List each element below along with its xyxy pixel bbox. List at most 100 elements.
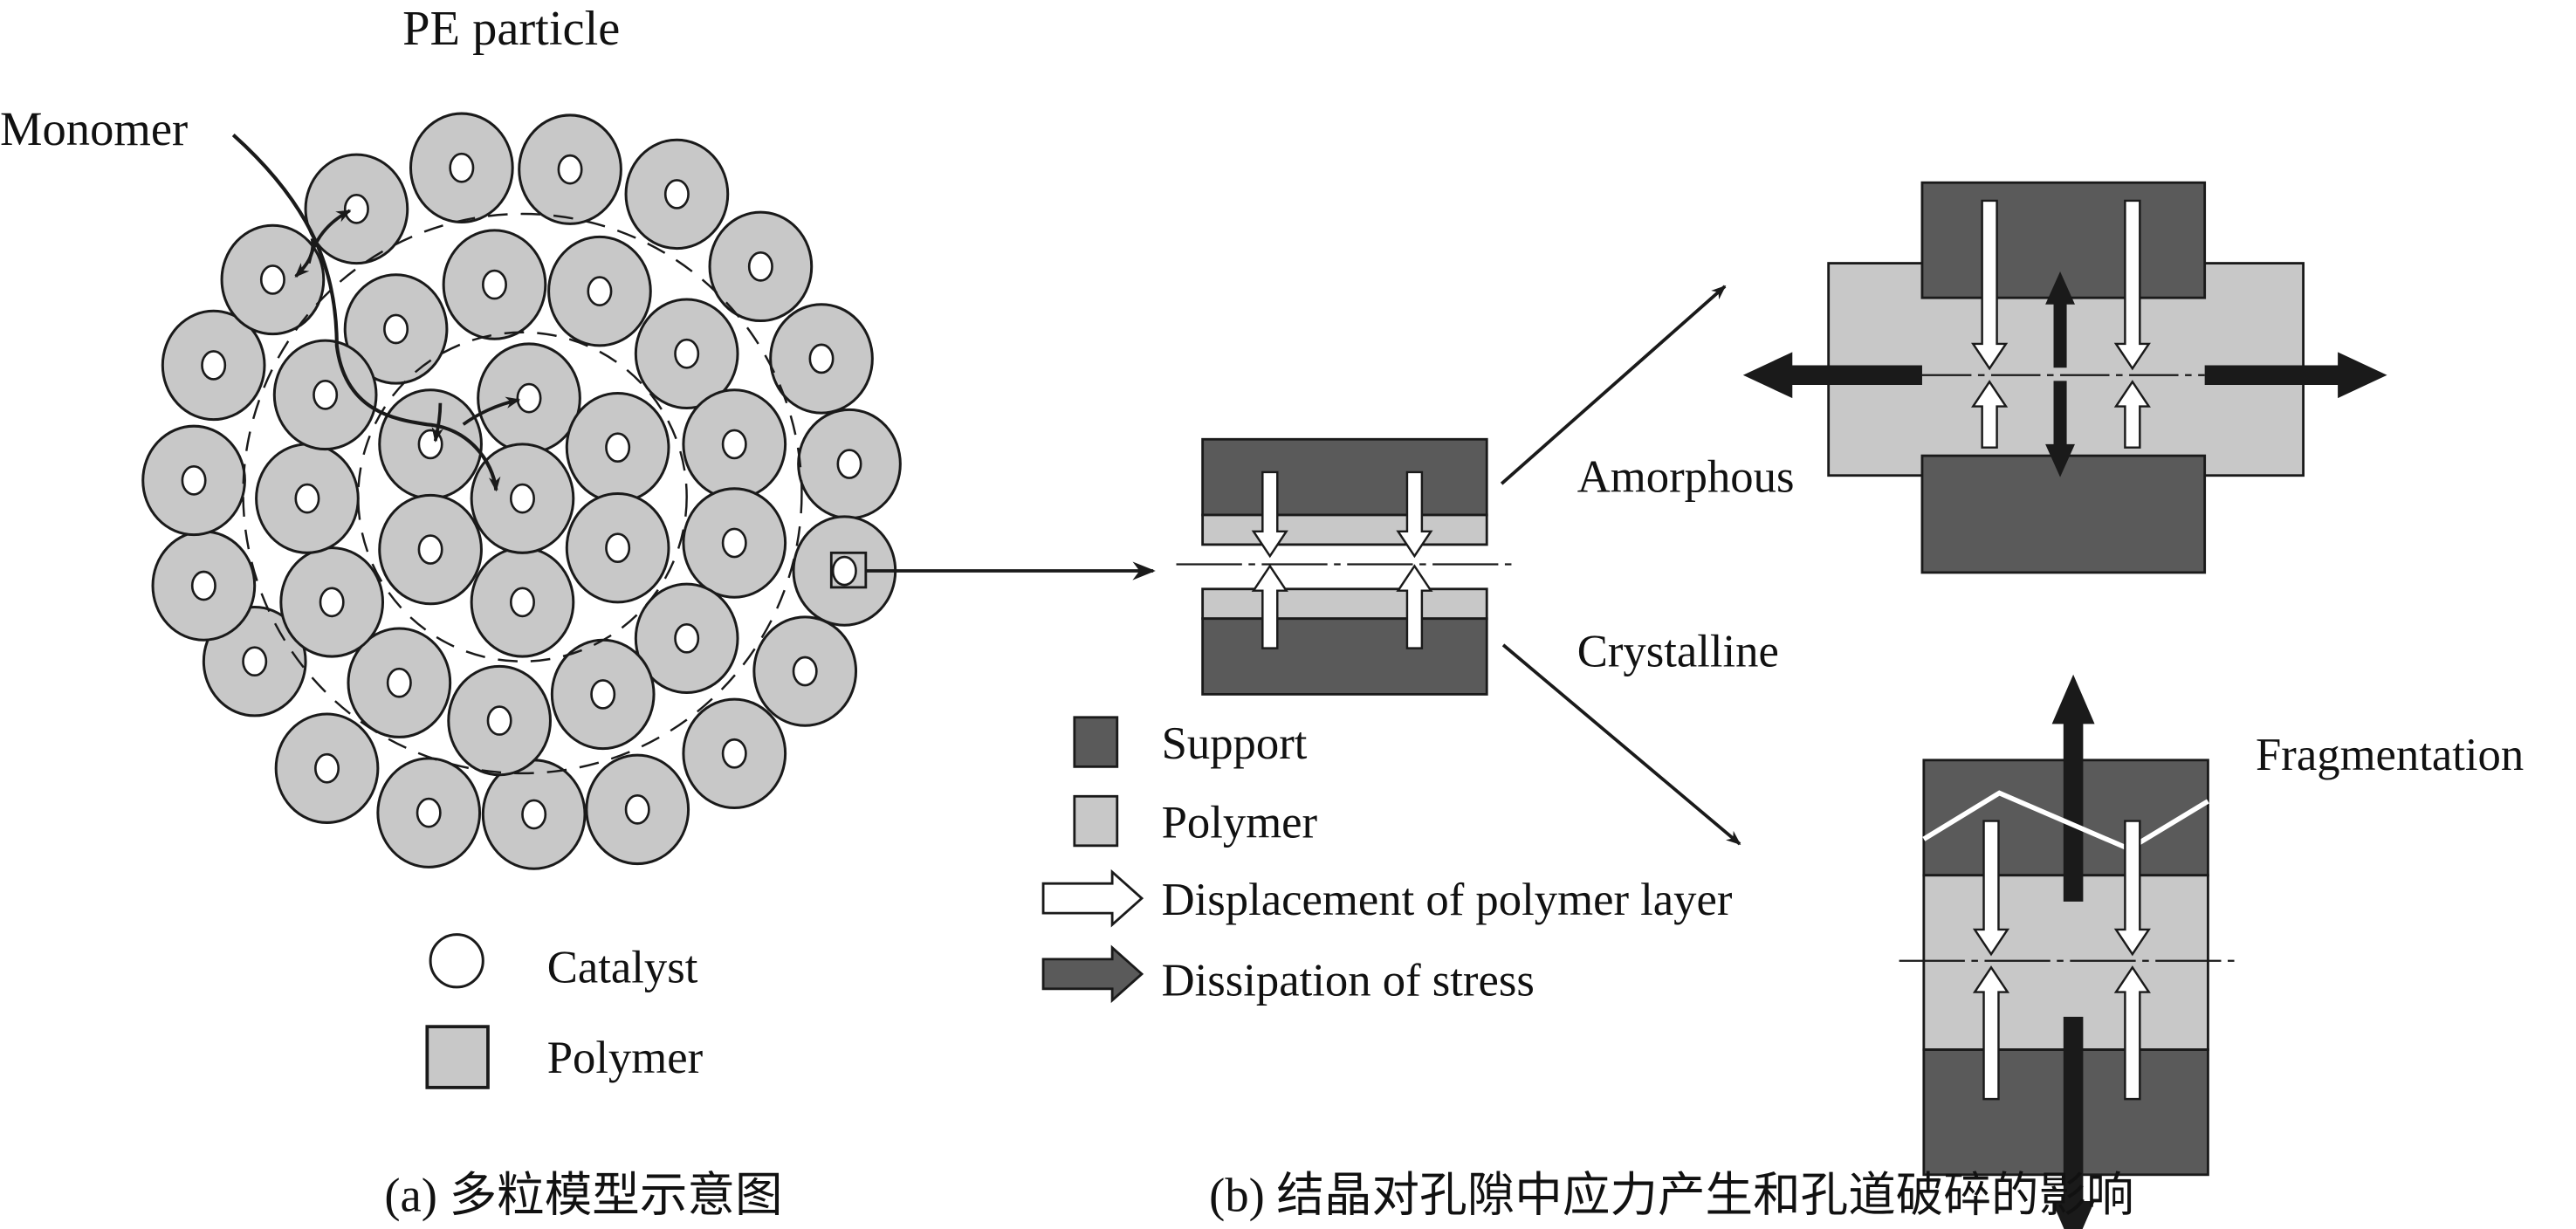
polymer-particle [409,112,514,223]
catalyst-core [417,429,443,460]
catalyst-core [624,794,650,825]
polymer-swatch-icon [1073,794,1119,848]
polymer-particle [378,493,483,606]
displacement-arrow [1396,470,1433,559]
catalyst-core [416,797,442,828]
catalyst-circle-icon [429,933,484,989]
catalyst-core [486,705,512,736]
polymer-particle [634,298,739,409]
polymer-particle [547,235,652,347]
displacement-arrow [1251,564,1288,649]
legend-polymer-label: Polymer [547,1033,704,1083]
polymer-particle [682,388,787,500]
dashed-boundary-inner [357,331,688,663]
dashed-boundary-outer [242,212,803,775]
polymer-particle [477,342,581,454]
crystalline-label: Crystalline [1577,626,1779,676]
polymer-particle [141,424,246,537]
polymer-particle [272,339,378,451]
polymer-particle [447,664,552,777]
caption-a: (a) 多粒模型示意图 [384,1168,782,1221]
displacement-arrow [2113,820,2151,957]
stress-arrow-shape [2051,1016,2095,1229]
polymer-particle [161,309,266,422]
support-top [1201,437,1488,517]
polymer-particle [708,210,814,323]
stress-arrow-up-shape [2045,271,2075,368]
legend-dissipation-label: Dissipation of stress [1162,955,1535,1006]
amorphous-block [1742,181,2387,574]
catalyst-core [721,429,747,460]
polymer-particle [470,443,575,554]
polymer-particle [376,757,482,869]
catalyst-core [663,179,690,209]
polymer-particle [585,753,690,866]
catalyst-core [314,752,340,784]
panel-a: PE particle Monomer Catalyst Polymer (a)… [0,2,1156,1221]
displacement-arrow [1396,564,1433,649]
displacement-arrow [1971,199,2009,371]
pe-particle-title: PE particle [402,2,620,56]
fragmentation-label: Fragmentation [2256,730,2524,780]
polymer-bottom [1201,587,1488,621]
legend-displacement-label: Displacement of polymer layer [1162,875,1733,925]
monomer-branch-2 [294,237,315,278]
catalyst-core [831,555,857,587]
polymer-particle [304,153,409,265]
catalyst-core [201,350,227,381]
catalyst-core [808,343,835,374]
stress-arrow-shape [2051,674,2095,902]
catalyst-core [190,570,216,601]
catalyst-core [605,532,631,564]
catalyst-core [605,432,631,463]
panel-b: Amorphous Crystalline Fragmentation [1041,181,2524,1229]
frag-displacement-arrows [1972,820,2151,1101]
catalyst-core [521,799,547,830]
catalyst-core [721,527,747,559]
catalyst-core [417,534,443,565]
stress-arrow-left [1742,352,1922,399]
catalyst-core [674,338,700,369]
monomer-branch-3 [431,402,443,443]
catalyst-core [587,276,613,306]
fragmentation-block [1899,674,2236,1229]
polymer-particle [565,491,670,604]
catalyst-core [242,646,268,677]
amorphous-displacement-arrows [1971,199,2151,449]
polymer-particle [634,582,739,695]
filled-arrow-icon [1041,944,1144,1004]
support-swatch-icon [1073,716,1119,768]
hollow-arrow-icon [1041,869,1144,928]
displacement-arrow [2113,965,2151,1101]
catalyst-core [294,483,320,514]
pore-block [1176,437,1512,696]
catalyst-core [792,656,818,687]
polymer-particle [752,615,858,727]
catalyst-core [674,622,700,654]
stress-arrow-shape [1742,352,1922,399]
crack-line-icon [1922,790,2209,852]
amorphous-arrow [1500,285,1727,485]
polymer-particle [347,627,452,738]
polymer-particle [442,229,547,340]
catalyst-core [383,313,409,345]
polymer-particle [470,546,575,658]
polymer-particle [518,113,622,225]
support-bottom [1201,617,1488,696]
legend-support-label: Support [1162,718,1308,769]
displacement-arrow [2113,199,2151,371]
polymer-particle [565,391,670,504]
amorphous-support-bottom [1920,454,2207,574]
polymer-particle [279,546,385,658]
catalyst-core [481,269,507,300]
polymer-square-icon [425,1025,490,1089]
particle-cluster [141,112,902,870]
caption-b: (b) 结晶对孔隙中应力产生和孔道破碎的影响 [1209,1168,2133,1221]
catalyst-core [313,380,339,410]
catalyst-core [259,264,285,295]
stress-arrow-up [2051,674,2095,902]
polymer-top [1201,513,1488,546]
polymer-particle [550,638,656,751]
polymer-particle [220,223,326,336]
